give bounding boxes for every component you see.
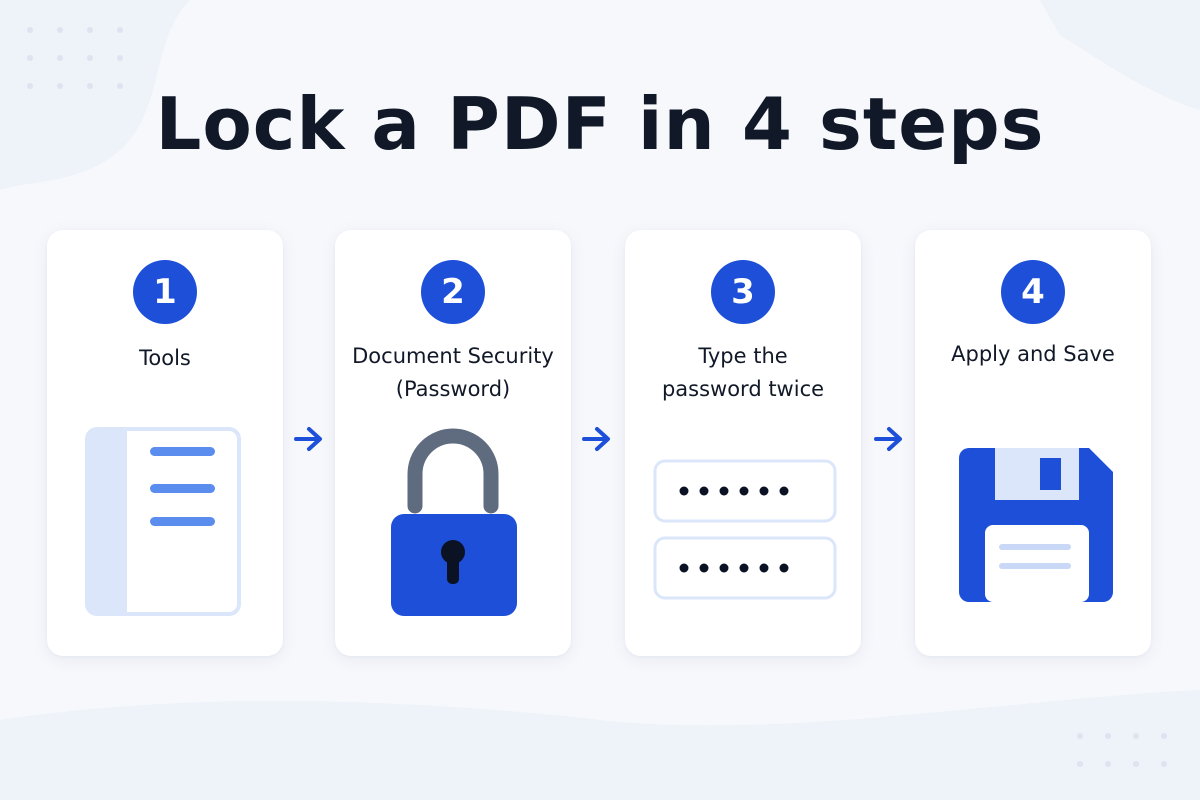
page-title: Lock a PDF in 4 steps: [155, 82, 1045, 166]
password-field-second: [653, 536, 837, 600]
step-card-apply-save: 4 Apply and Save: [915, 230, 1151, 656]
step-label-line: Document Security: [352, 344, 554, 368]
floppy-disk-icon: [959, 448, 1113, 602]
password-field-first: [653, 459, 837, 523]
step-label-line: Type the: [698, 344, 788, 368]
step-card-type-password: 3 Type the password twice: [625, 230, 861, 656]
step-label-line: Tools: [139, 346, 191, 370]
step-card-tools: 1 Tools: [47, 230, 283, 656]
step-label-line: (Password): [395, 377, 511, 401]
step-label-line: Apply and Save: [951, 342, 1115, 366]
step-number-badge: 1: [133, 260, 197, 324]
padlock-icon: [391, 428, 517, 616]
arrow-right-icon: [582, 427, 610, 451]
step-label: Tools: [47, 342, 283, 375]
tools-menu-icon: [85, 427, 241, 616]
step-number-badge: 4: [1001, 260, 1065, 324]
step-card-document-security: 2 Document Security (Password): [335, 230, 571, 656]
arrow-right-icon: [294, 427, 322, 451]
arrow-right-icon: [874, 427, 902, 451]
step-label-line: password twice: [661, 377, 825, 401]
dot-grid-bottom-right: [1077, 733, 1167, 767]
step-number-badge: 3: [711, 260, 775, 324]
step-label: Type the password twice: [625, 340, 861, 406]
step-label: Document Security (Password): [335, 340, 571, 406]
password-fields-icon: [653, 459, 837, 600]
step-label: Apply and Save: [915, 338, 1151, 371]
step-number-badge: 2: [421, 260, 485, 324]
